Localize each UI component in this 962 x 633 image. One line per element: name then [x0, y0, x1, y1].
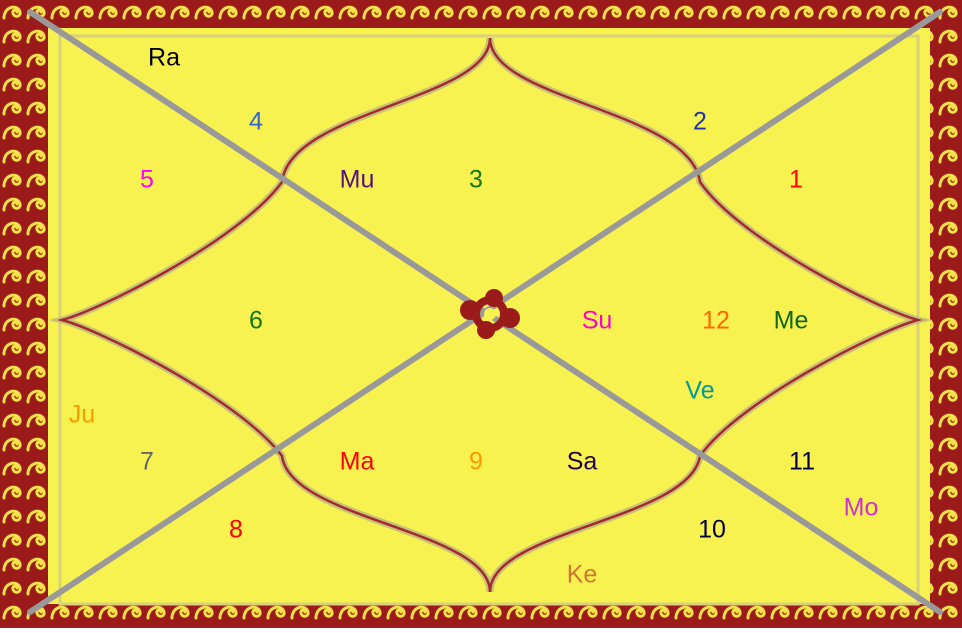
house-number-5: 5	[140, 168, 154, 193]
planet-ve: Ve	[685, 379, 714, 404]
planet-ra: Ra	[148, 46, 180, 71]
house-number-4: 4	[249, 110, 263, 135]
house-number-7: 7	[140, 450, 154, 475]
house-number-12: 12	[702, 309, 730, 334]
planet-sa: Sa	[567, 450, 598, 475]
planet-me: Me	[774, 309, 809, 334]
house-number-10: 10	[698, 518, 726, 543]
house-number-1: 1	[789, 168, 803, 193]
planet-ma: Ma	[340, 450, 375, 475]
planet-ju: Ju	[69, 403, 95, 428]
house-number-2: 2	[693, 110, 707, 135]
house-number-8: 8	[229, 518, 243, 543]
house-number-9: 9	[469, 450, 483, 475]
house-number-3: 3	[469, 168, 483, 193]
planet-su: Su	[582, 309, 613, 334]
planet-mu: Mu	[340, 168, 375, 193]
house-number-6: 6	[249, 309, 263, 334]
planet-ke: Ke	[567, 563, 598, 588]
house-number-11: 11	[789, 450, 815, 475]
planet-mo: Mo	[844, 496, 879, 521]
